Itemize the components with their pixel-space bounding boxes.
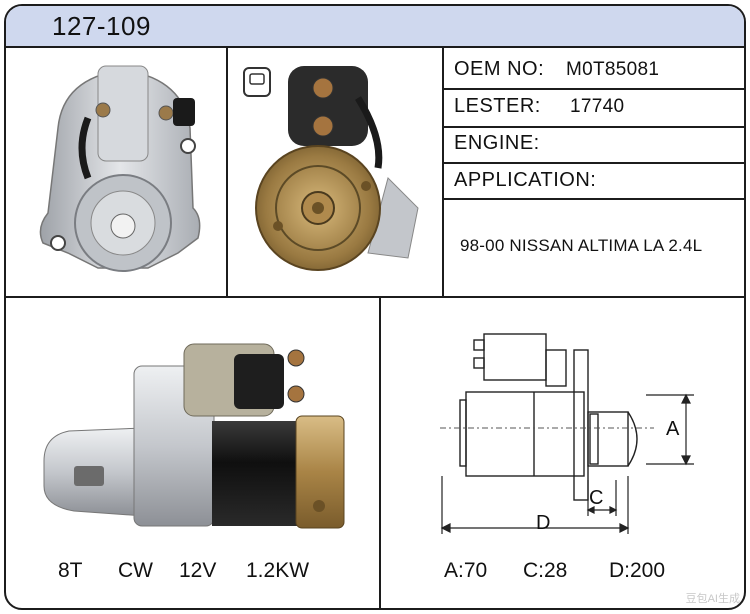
dimension-c-value: C:28 bbox=[523, 559, 568, 582]
lester-label: LESTER: bbox=[454, 95, 541, 117]
dimension-d-value: D:200 bbox=[609, 559, 666, 582]
engine-label: ENGINE: bbox=[454, 132, 540, 154]
spec-row-line-4 bbox=[442, 198, 744, 200]
dimension-a-value: A:70 bbox=[444, 559, 488, 582]
starter-front-photo bbox=[39, 65, 201, 272]
dimension-c-label: C bbox=[589, 487, 604, 509]
watermark: 豆包AI生成 bbox=[685, 593, 740, 605]
oem-label: OEM NO: bbox=[454, 58, 545, 80]
starter-spec-sheet: 127-109 OEM NO: M0T85081 LESTER: 17740 E… bbox=[4, 4, 746, 610]
middle-divider bbox=[6, 296, 744, 298]
oem-value: M0T85081 bbox=[566, 59, 660, 80]
part-number: 127-109 bbox=[52, 11, 151, 41]
application-value: 98-00 NISSAN ALTIMA LA 2.4L bbox=[460, 236, 703, 255]
dimension-drawing bbox=[440, 333, 694, 534]
divider-photo-2 bbox=[442, 46, 444, 296]
dimension-a-label: A bbox=[666, 418, 680, 440]
starter-rear-photo bbox=[243, 66, 419, 271]
application-label: APPLICATION: bbox=[454, 169, 597, 191]
lester-value: 17740 bbox=[570, 96, 625, 117]
spec-row-line-1 bbox=[442, 88, 744, 90]
voltage-caption: 12V bbox=[179, 559, 217, 582]
title-bar: 127-109 bbox=[6, 6, 744, 48]
starter-side-photo bbox=[43, 343, 345, 529]
power-caption: 1.2KW bbox=[246, 559, 310, 582]
spec-row-line-3 bbox=[442, 162, 744, 164]
teeth-caption: 8T bbox=[58, 559, 83, 582]
divider-photo-1 bbox=[226, 46, 228, 296]
rotation-caption: CW bbox=[118, 559, 153, 582]
divider-bottom bbox=[379, 296, 381, 608]
spec-row-line-2 bbox=[442, 126, 744, 128]
dimension-d-label: D bbox=[536, 512, 551, 534]
